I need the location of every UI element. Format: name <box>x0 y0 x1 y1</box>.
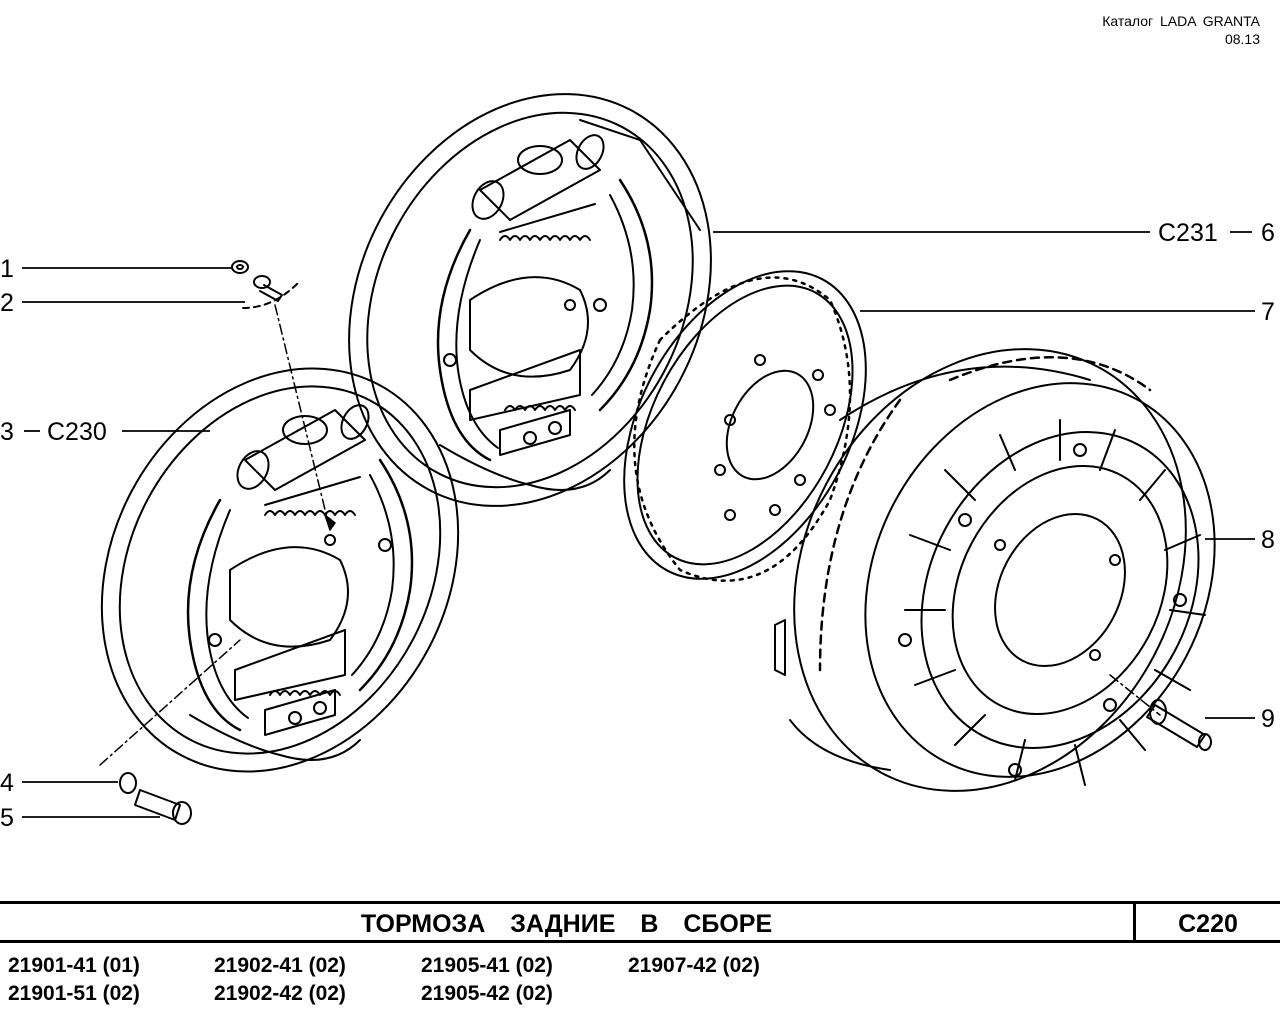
catalog-date: 08.13 <box>1224 31 1260 47</box>
model-code: 21907-42 (02) <box>628 954 760 977</box>
title-bar: ТОРМОЗА ЗАДНИЕ В СБОРЕ C220 <box>0 901 1280 943</box>
title-divider <box>1133 904 1136 940</box>
exploded-brake-diagram: 1 2 3 C230 4 5 C231 6 7 8 9 <box>0 93 1275 832</box>
screw-2 <box>242 275 299 309</box>
callout-3: 3 <box>0 418 14 446</box>
model-list: 21901-41 (01) 21902-41 (02) 21905-41 (02… <box>8 954 1008 1010</box>
washer-4 <box>119 772 137 794</box>
callout-5: 5 <box>0 804 14 832</box>
callout-6: 6 <box>1261 219 1275 247</box>
abs-ring <box>623 270 867 582</box>
diagram-title: ТОРМОЗА ЗАДНИЕ В СБОРЕ <box>360 910 773 938</box>
callout-9: 9 <box>1261 705 1275 733</box>
bolt-5 <box>134 789 192 825</box>
callout-6-ref: C231 <box>1158 219 1218 247</box>
upper-brake-assembly <box>348 93 712 507</box>
model-row: 21901-51 (02) 21902-42 (02) 21905-42 (02… <box>8 982 1008 1010</box>
model-row: 21901-41 (01) 21902-41 (02) 21905-41 (02… <box>8 954 1008 982</box>
model-code: 21901-41 (01) <box>8 954 140 977</box>
model-code: 21905-41 (02) <box>421 954 553 977</box>
callout-1: 1 <box>0 255 14 283</box>
lower-brake-assembly <box>100 367 460 773</box>
callout-4: 4 <box>0 769 14 797</box>
washer-1 <box>231 260 249 274</box>
brake-drum <box>774 348 1216 792</box>
callout-7: 7 <box>1261 298 1275 326</box>
model-code: 21902-42 (02) <box>214 982 346 1005</box>
model-code: 21901-51 (02) <box>8 982 140 1005</box>
callout-2: 2 <box>0 289 14 317</box>
catalog-title: Каталог LADA GRANTA <box>1102 13 1260 29</box>
wheel-stud-9 <box>1146 699 1212 751</box>
callout-8: 8 <box>1261 526 1275 554</box>
model-code: 21902-41 (02) <box>214 954 346 977</box>
callout-3-ref: C230 <box>47 418 107 446</box>
catalog-header: Каталог LADA GRANTA 08.13 <box>1102 12 1260 48</box>
model-code: 21905-42 (02) <box>421 982 553 1005</box>
section-code: C220 <box>1178 910 1238 938</box>
